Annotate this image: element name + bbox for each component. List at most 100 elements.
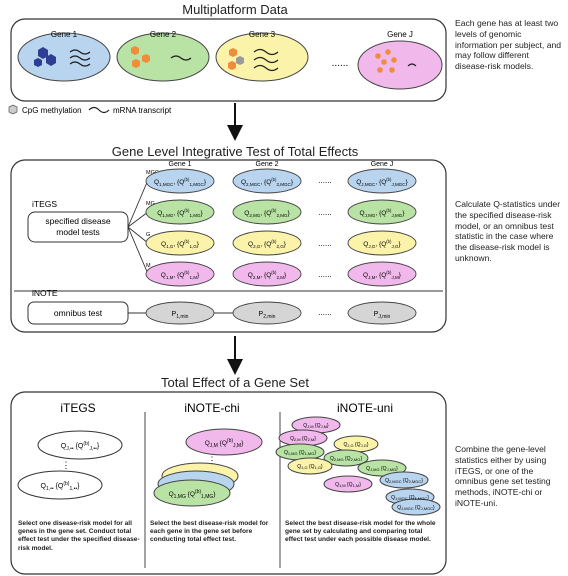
methylation-hexagon — [34, 58, 42, 67]
q-statistic-label: Q1,MG, {Q(b)1,MG} — [157, 208, 203, 218]
svg-text:......: ...... — [318, 176, 331, 185]
model-label: G — [146, 232, 150, 238]
q-statistic-ellipse — [145, 230, 215, 256]
methylation-dot — [375, 53, 381, 59]
gene1-label: Gene 1 — [51, 30, 78, 39]
q-statistic-ellipse — [347, 230, 417, 256]
methylation-dot — [377, 67, 383, 73]
legend-hexagon-icon — [8, 104, 18, 115]
col2-title: iNOTE-chi — [184, 401, 239, 415]
svg-text:......: ...... — [318, 270, 331, 279]
gene3-label: Gene 3 — [249, 30, 276, 39]
svg-text:Q1,M {Q1,M}: Q1,M {Q1,M} — [335, 482, 361, 488]
q-statistic-label: QJ,G, {Q(b)J,G} — [363, 239, 401, 249]
svg-text:QJ,•• {Q(b)J,••}: QJ,•• {Q(b)J,••} — [61, 441, 100, 452]
svg-text:......: ...... — [318, 208, 331, 217]
model-label: MGC — [146, 170, 159, 176]
pmin-label: P2,min — [259, 311, 276, 320]
pmin-label: PJ,min — [374, 311, 391, 320]
svg-text:⋮: ⋮ — [62, 460, 71, 470]
svg-text:⋮: ⋮ — [208, 455, 217, 465]
legend-mrna: mRNA transcript — [113, 106, 172, 115]
itegs-label: iTEGS — [32, 199, 57, 209]
pmin-ellipse — [347, 301, 417, 325]
q-statistic-label: Q2,M, {Q(b)2,M} — [248, 270, 287, 280]
omnibus-label: omnibus test — [54, 308, 103, 318]
gene3-ellipse: Gene 3 — [215, 30, 309, 82]
q-statistic-label: QJ,MG, {Q(b)J,MG} — [360, 208, 406, 218]
methylation-dot — [389, 67, 395, 73]
inote-uni-caption: Select the best disease-risk model for t… — [285, 520, 436, 544]
gene-header-2: Gene 2 — [256, 161, 279, 168]
gene-header-J: Gene J — [371, 161, 394, 168]
svg-text:Q2,M {Q2,M}: Q2,M {Q2,M} — [290, 436, 316, 442]
inote-uni-ellipse-cluster: QJ,M {QJ,M} Q2,M {Q2,M} Q1,MG {Q1,MG} QJ… — [275, 416, 441, 516]
col3-title: iNOTE-uni — [337, 401, 393, 415]
methylation-hexagon — [132, 59, 140, 68]
q-statistic-label: Q2,MGC, {Q(b)2,MGC} — [241, 177, 294, 187]
legend-methylation: CpG methylation — [22, 106, 82, 115]
gene2-ellipse: Gene 2 — [116, 30, 210, 82]
q-statistic-ellipse — [347, 261, 417, 287]
methylation-hexagon — [131, 46, 139, 55]
gene-ellipsis: ...... — [332, 58, 349, 69]
methylation-hexagon — [142, 54, 150, 63]
q-statistic-ellipse — [232, 230, 302, 256]
panel1-frame — [10, 18, 447, 102]
panel3-frame — [10, 391, 447, 575]
panel3-side-note: Combine the gene-level statistics either… — [455, 444, 551, 508]
panel1-title: Multiplatform Data — [182, 2, 288, 17]
mrna-wave — [253, 48, 279, 72]
pmin-row: P1,min P2,min PJ,min — [145, 301, 417, 325]
pmin-label: P1,min — [172, 311, 189, 320]
panel2-title: Gene Level Integrative Test of Total Eff… — [111, 144, 359, 159]
q-statistic-label: QJ,M, {Q(b)J,M} — [363, 270, 402, 280]
svg-text:QJ,M {Q(b)J,M}: QJ,M {Q(b)J,M} — [205, 438, 244, 449]
panel1-side-note: Each gene has at least two levels of gen… — [455, 18, 562, 72]
mrna-wave — [69, 49, 91, 67]
methylation-dot — [391, 57, 397, 63]
model-label: MG — [146, 201, 155, 207]
svg-text:specified disease: specified disease — [45, 216, 110, 226]
model-label: M — [146, 263, 151, 269]
svg-text:......: ...... — [318, 239, 331, 248]
svg-text:Q1,G {Q1,G}: Q1,G {Q1,G} — [297, 464, 323, 470]
methylation-hexagon — [229, 48, 237, 57]
inote-label: iNOTE — [32, 288, 58, 298]
q-statistic-ellipse — [232, 261, 302, 287]
svg-text:QJ,MG {QJ,MG}: QJ,MG {QJ,MG} — [366, 466, 398, 472]
itegs-caption: Select one disease-risk model for all ge… — [18, 520, 140, 552]
gene2-label: Gene 2 — [150, 30, 177, 39]
mrna-wave — [407, 63, 417, 67]
q-statistic-label: Q2,G, {Q(b)2,G} — [248, 239, 287, 249]
mrna-wave — [170, 55, 192, 61]
gene-header-1: Gene 1 — [169, 161, 192, 168]
svg-text:model tests: model tests — [56, 227, 99, 237]
svg-text:Q1,MG {Q(b)1,MG}: Q1,MG {Q(b)1,MG} — [169, 489, 217, 500]
svg-text:Q1,MGC {Q1,MGC}: Q1,MGC {Q1,MGC} — [391, 495, 429, 501]
svg-text:QJ,M {QJ,M}: QJ,M {QJ,M} — [303, 423, 329, 429]
q-statistic-ellipse — [145, 261, 215, 287]
svg-text:Q1,MG {Q1,MG}: Q1,MG {Q1,MG} — [284, 450, 316, 456]
panel2-side-note: Calculate Q-statistics under the specifi… — [455, 199, 561, 263]
q-statistic-ellipse — [232, 168, 302, 194]
q-statistic-ellipse — [347, 199, 417, 225]
q-statistic-ellipse — [145, 199, 215, 225]
branch-lines — [127, 179, 149, 275]
svg-text:......: ...... — [318, 308, 331, 317]
panel3-title: Total Effect of a Gene Set — [161, 375, 309, 390]
inote-chi-caption: Select the best disease-risk model for e… — [150, 520, 269, 544]
itegs-ellipse-stack: QJ,•• {Q(b)J,••} ⋮ Q1,•• {Q(b)1,••} — [17, 430, 123, 500]
pmin-ellipse — [232, 301, 302, 325]
pmin-ellipse — [145, 301, 215, 325]
svg-text:Q2,MG {Q2,MG}: Q2,MG {Q2,MG} — [330, 456, 362, 462]
svg-text:QJ,MGC {QJ,MGC}: QJ,MGC {QJ,MGC} — [397, 505, 435, 511]
q-statistic-ellipse — [232, 199, 302, 225]
svg-text:Q1,•• {Q(b)1,••}: Q1,•• {Q(b)1,••} — [41, 481, 81, 492]
methylation-dot — [381, 59, 387, 65]
col1-title: iTEGS — [60, 401, 95, 415]
methylation-dot — [385, 49, 391, 55]
